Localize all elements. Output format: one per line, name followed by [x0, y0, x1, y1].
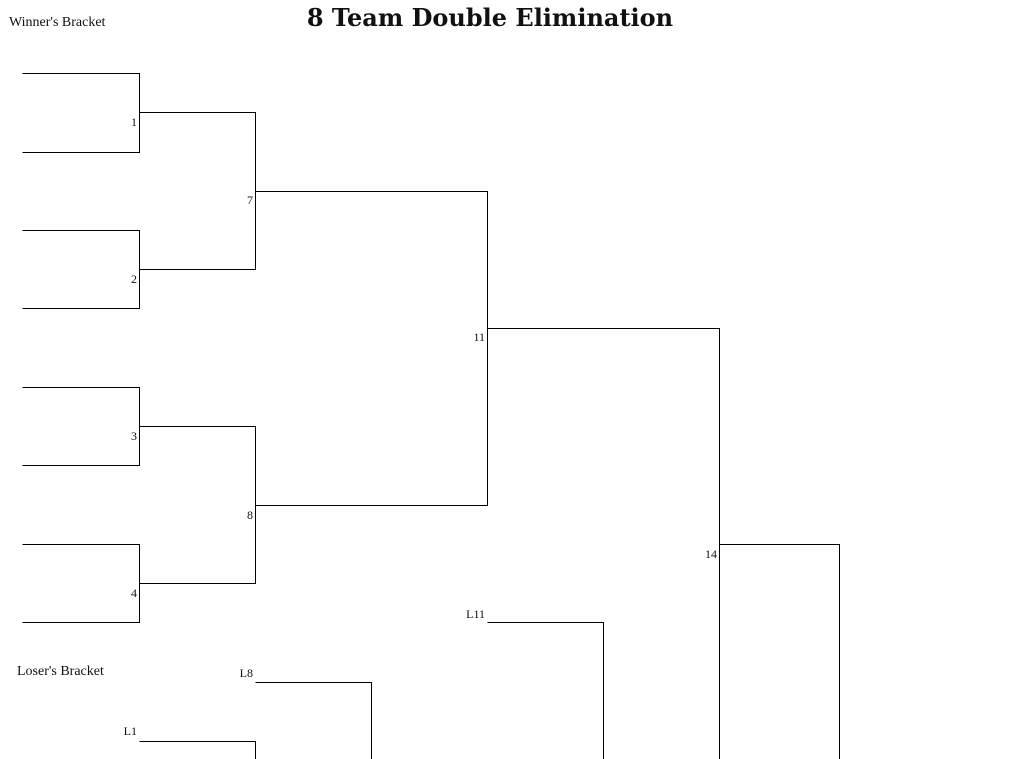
- loser-l11-line: [487, 622, 604, 759]
- game-number-label: 11: [473, 330, 485, 344]
- game-number-label: 3: [131, 429, 137, 443]
- loser-label-l11: L11: [466, 607, 485, 621]
- game-number-label: 4: [131, 586, 137, 600]
- loser-label-l8: L8: [240, 666, 253, 680]
- game-number-label: 1: [131, 115, 137, 129]
- game-14-output: [719, 544, 840, 759]
- game-number-label: 8: [247, 508, 253, 522]
- game-14-connector: [487, 328, 720, 759]
- game-11-connector: [255, 191, 488, 506]
- winners-bracket-label: Winner's Bracket: [9, 15, 106, 30]
- loser-label-l1: L1: [124, 724, 137, 738]
- game-4-connector: [22, 544, 140, 623]
- loser-l1-line: [139, 741, 256, 759]
- game-1-connector: [22, 73, 140, 153]
- game-number-label: 2: [131, 272, 137, 286]
- loser-l8-line: [255, 682, 372, 759]
- game-number-label: 7: [247, 193, 253, 207]
- game-2-connector: [22, 230, 140, 309]
- losers-bracket-label: Loser's Bracket: [17, 664, 104, 679]
- game-number-label: 14: [705, 547, 717, 561]
- page-title: 8 Team Double Elimination: [307, 3, 673, 32]
- game-3-connector: [22, 387, 140, 466]
- game-8-connector: [139, 426, 256, 584]
- game-7-connector: [139, 112, 256, 270]
